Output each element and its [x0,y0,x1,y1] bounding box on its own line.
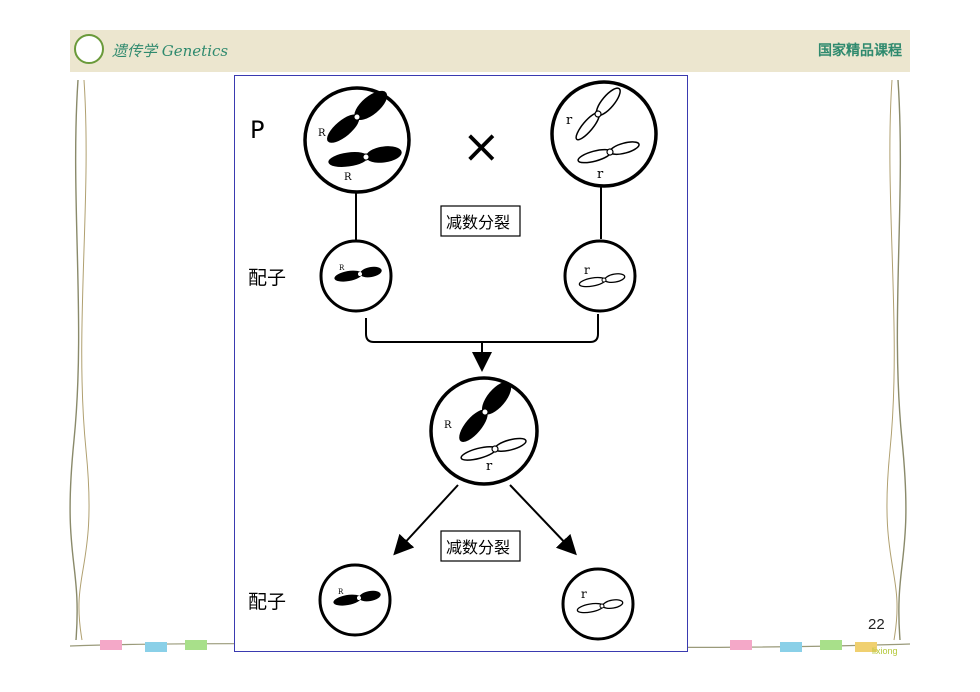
chromosome-r-1 [575,87,621,141]
gamete-label-bottom: 配子 [248,591,286,613]
allele-label: R [444,420,452,431]
chromosome-R [459,381,512,442]
header-title: 遗传学 Genetics [112,42,229,60]
cell-gamete-R-bottom: R [318,563,392,637]
gamete-label-top: 配子 [248,267,286,289]
chromosome-r [578,273,626,288]
cell-gamete-R-top: R [319,239,393,313]
chromosome-r [576,599,624,614]
meiosis-box-top: 减数分裂 [440,205,521,237]
allele-label: r [597,167,604,182]
allele-label: R [318,128,326,139]
allele-label: r [584,263,590,277]
chromosome-R [333,590,381,606]
bracket-join [365,314,599,343]
chromosome-R [334,266,382,282]
header-course-label: 国家精品课程 [818,43,902,59]
university-logo-icon [74,34,104,64]
watermark: lixiong [872,646,898,656]
arrow-left-gamete [393,484,459,556]
cell-parent-rr: r r [550,80,658,188]
parent-label: P [250,116,264,144]
meiosis-label-top: 减数分裂 [446,213,510,232]
cell-parent-RR: R R [303,86,411,194]
allele-label: R [344,172,352,183]
allele-label: r [566,113,573,128]
meiosis-label-bottom: 减数分裂 [446,538,510,557]
cell-gamete-r-bottom: r [561,567,635,641]
header-bar [70,30,910,72]
chromosome-r-2 [577,141,640,164]
page-number: 22 [868,616,885,633]
allele-label: R [338,588,344,596]
arrow-right-gamete [509,484,577,556]
chromosome-R-2 [328,146,402,167]
allele-label: r [581,587,587,601]
cross-symbol: × [462,119,501,173]
allele-label: R [339,264,345,272]
meiosis-box-bottom: 减数分裂 [440,530,521,562]
chromosome-R-1 [327,90,388,143]
allele-label: r [486,459,493,474]
cell-gamete-r-top: r [563,239,637,313]
cell-zygote-Rr: R r [429,376,539,486]
chromosome-r [460,437,527,461]
